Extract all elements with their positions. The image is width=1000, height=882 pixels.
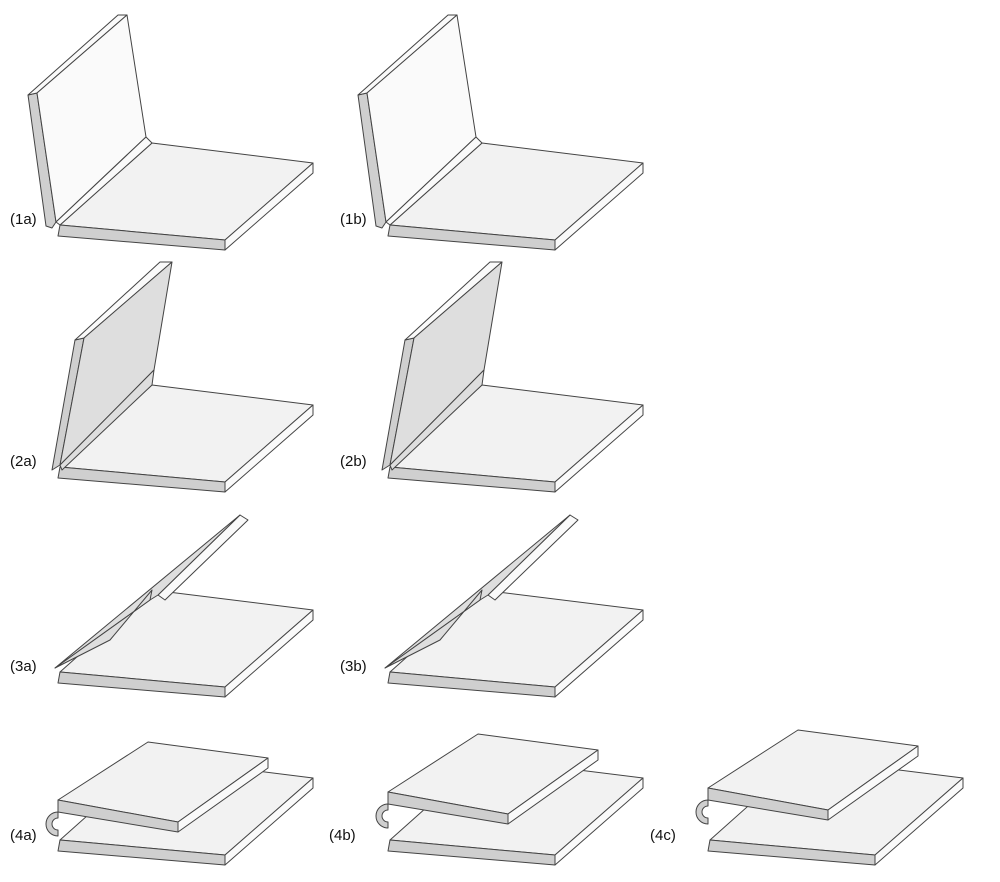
figure-label: (4c)	[650, 827, 676, 844]
figure-4a	[45, 741, 314, 866]
figure-label: (4a)	[10, 827, 37, 844]
figure-label: (3a)	[10, 658, 37, 675]
figure-4c	[695, 729, 964, 866]
figure-label: (1b)	[340, 211, 367, 228]
figure-label: (3b)	[340, 658, 367, 675]
figure-1a	[27, 14, 314, 251]
figure-label: (4b)	[329, 827, 356, 844]
figure-label: (1a)	[10, 211, 37, 228]
figure-label: (2b)	[340, 453, 367, 470]
figure-1b	[357, 14, 644, 251]
figure-4b	[375, 733, 644, 866]
figure-label: (2a)	[10, 453, 37, 470]
